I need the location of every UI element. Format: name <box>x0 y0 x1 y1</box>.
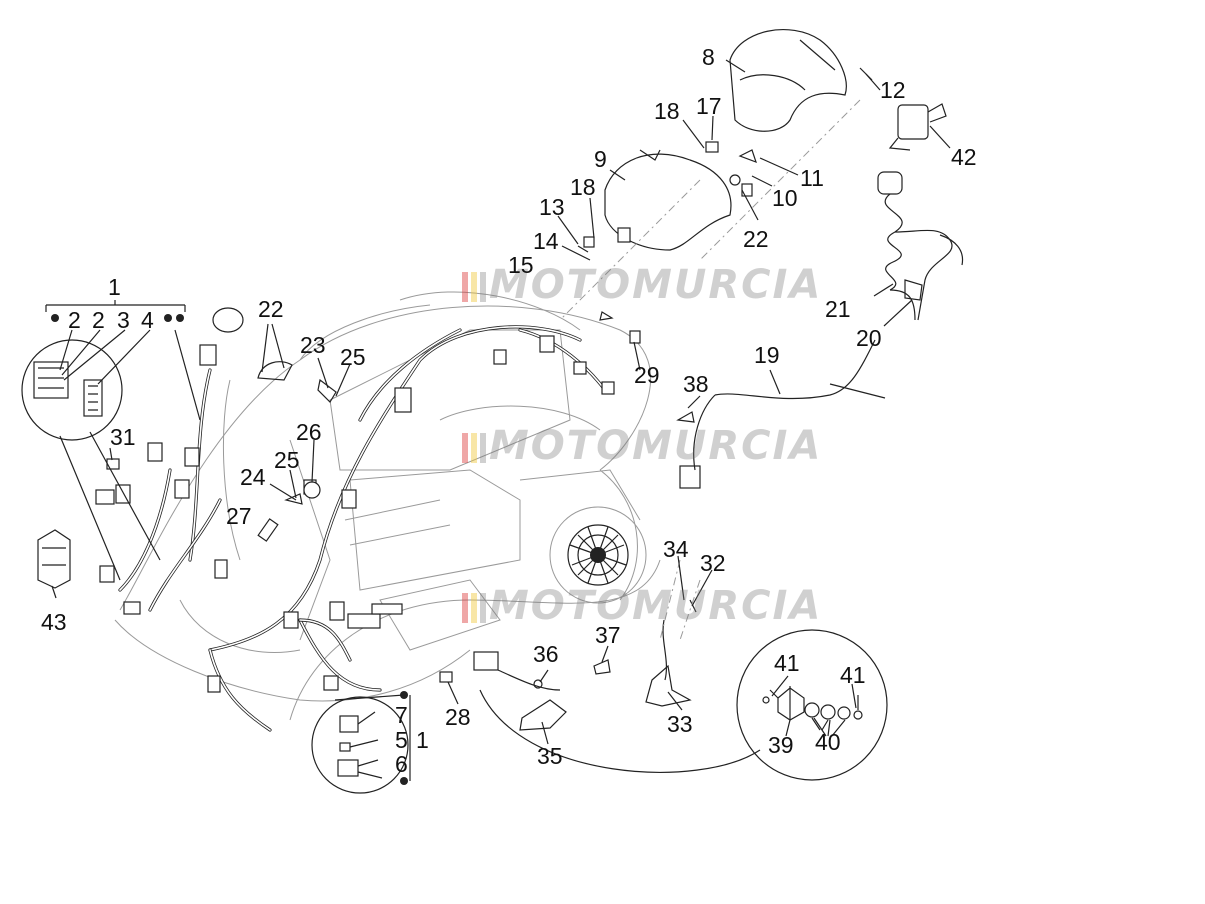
callout-18-b: 18 <box>570 174 596 200</box>
watermark-top: MOTOMURCIA <box>462 262 822 308</box>
callout-39: 39 <box>768 732 794 758</box>
callout-2-a: 2 <box>68 307 81 333</box>
callout-1-top: 1 <box>108 274 121 300</box>
callout-38: 38 <box>683 371 709 397</box>
callout-2-b: 2 <box>92 307 105 333</box>
main-wiring-harness <box>118 325 607 732</box>
callout-29: 29 <box>634 362 660 388</box>
callout-26: 26 <box>296 419 322 445</box>
callout-17: 17 <box>696 93 722 119</box>
reference-lines <box>559 99 861 641</box>
callout-19: 19 <box>754 342 780 368</box>
callout-33: 33 <box>667 711 693 737</box>
callout-5: 5 <box>395 727 408 753</box>
detail-circle-grommets <box>736 629 888 781</box>
callout-22-top: 22 <box>258 296 284 322</box>
callout-21: 21 <box>825 296 851 322</box>
callout-22-right: 22 <box>743 226 769 252</box>
callout-15: 15 <box>508 252 534 278</box>
part-8-cover <box>729 29 847 132</box>
callout-43: 43 <box>41 609 67 635</box>
callout-14: 14 <box>533 228 559 254</box>
callout-41-right: 41 <box>840 662 866 688</box>
callout-4: 4 <box>141 307 154 333</box>
callout-34: 34 <box>663 536 689 562</box>
part-20-coiled-cable <box>877 171 964 321</box>
callout-1-bottom: 1 <box>416 727 429 753</box>
engine-cooling-fan <box>549 506 647 604</box>
callout-20: 20 <box>856 325 882 351</box>
callout-23: 23 <box>300 332 326 358</box>
callout-35: 35 <box>537 743 563 769</box>
harness-connectors <box>95 335 701 693</box>
callout-8: 8 <box>702 44 715 70</box>
detail-circle-fusebox <box>21 300 201 581</box>
callout-3: 3 <box>117 307 130 333</box>
callout-40: 40 <box>815 729 841 755</box>
callout-18-a: 18 <box>654 98 680 124</box>
callout-11: 11 <box>800 165 824 191</box>
callout-41-left: 41 <box>774 650 800 676</box>
watermark-text: MOTOMURCIA <box>489 262 823 308</box>
callout-25-mid: 25 <box>274 447 300 473</box>
part-43-bracket <box>37 529 71 589</box>
watermark-bottom: MOTOMURCIA <box>462 583 822 629</box>
callout-25-top: 25 <box>340 344 366 370</box>
watermark-middle: MOTOMURCIA <box>462 423 822 469</box>
callout-37: 37 <box>595 622 621 648</box>
part-19-cable <box>693 339 886 471</box>
callout-27: 27 <box>226 503 252 529</box>
callout-36: 36 <box>533 641 559 667</box>
part-42-socket <box>888 103 947 151</box>
scooter-frame-outline <box>114 291 661 721</box>
leader-lines <box>51 59 951 745</box>
callout-9: 9 <box>594 146 607 172</box>
small-parts <box>106 67 873 773</box>
callout-32: 32 <box>700 550 726 576</box>
detail-circle-relays <box>311 691 411 794</box>
callout-7: 7 <box>395 702 408 728</box>
callout-42: 42 <box>951 144 977 170</box>
callout-31: 31 <box>110 424 136 450</box>
part-9-glovebox <box>604 149 732 251</box>
callout-24: 24 <box>240 464 266 490</box>
callout-13: 13 <box>539 194 565 220</box>
watermark-text: MOTOMURCIA <box>489 583 823 629</box>
callout-12: 12 <box>880 77 906 103</box>
watermark-text: MOTOMURCIA <box>489 423 823 469</box>
callout-10: 10 <box>772 185 798 211</box>
callout-6: 6 <box>395 751 408 777</box>
callout-28: 28 <box>445 704 471 730</box>
